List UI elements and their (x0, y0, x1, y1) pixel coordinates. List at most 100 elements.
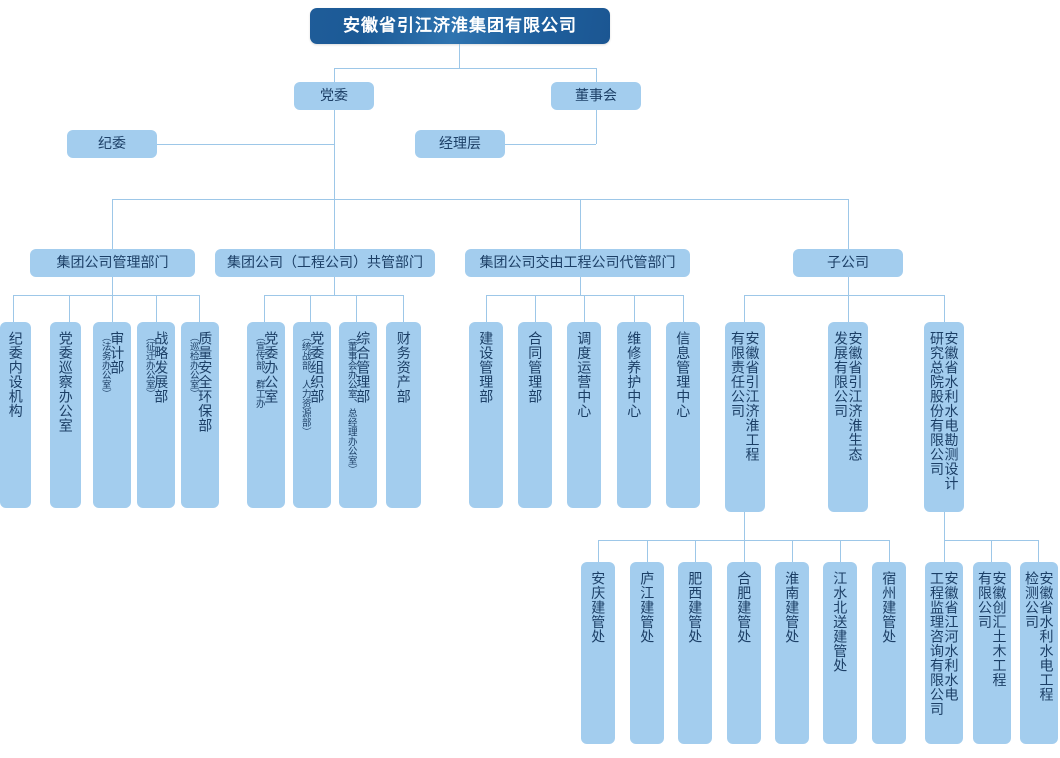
connector-level2-bus (334, 68, 596, 69)
dept-discipline-internal-org[interactable]: 纪委内设机构 (0, 322, 31, 508)
subsidiary-water-design-institute-col2: 研究总院股份有限公司 (929, 331, 945, 476)
dept-comprehensive-management-label: 综合管理部 (355, 331, 372, 404)
connector-office-2 (647, 540, 648, 562)
connector-discipline-link (157, 144, 334, 145)
connector-office-6 (840, 540, 841, 562)
subsidiary-water-design-institute[interactable]: 安徽省水利水电勘测设计 研究总院股份有限公司 (924, 322, 964, 512)
node-discipline-committee[interactable]: 纪委 (67, 130, 157, 158)
connector-cat1-bus (13, 295, 199, 296)
dept-strategy-development-label: 战略发展部 (153, 331, 170, 404)
connector-sub-3 (944, 295, 945, 322)
connector-sub-1 (744, 295, 745, 322)
connector-category-bus (112, 199, 848, 200)
category-group-shared[interactable]: 集团公司（工程公司）共管部门 (215, 249, 435, 277)
dept-maintenance-center[interactable]: 维修养护中心 (617, 322, 651, 508)
connector-design-3 (1038, 540, 1039, 562)
office-feixi[interactable]: 肥西建管处 (678, 562, 712, 744)
design-sub-jianghe-supervision[interactable]: 安徽省江河水利水电 工程监理咨询有限公司 (925, 562, 963, 744)
office-feixi-label: 肥西建管处 (687, 571, 704, 644)
office-suzhou[interactable]: 宿州建管处 (872, 562, 906, 744)
subsidiary-yinjiangjihuai-ecology-col1: 安徽省引江济淮生态 (847, 331, 864, 462)
design-sub-testing-company-col2: 检测公司 (1024, 571, 1040, 629)
office-suzhou-label: 宿州建管处 (881, 571, 898, 644)
subsidiary-yinjiangjihuai-ecology-col2: 发展有限公司 (833, 331, 849, 418)
office-hefei[interactable]: 合肥建管处 (727, 562, 761, 744)
dept-audit-label: 审计部 (109, 331, 126, 375)
category-group-management-label: 集团公司管理部门 (56, 254, 169, 271)
design-sub-testing-company[interactable]: 安徽省水利水电工程 检测公司 (1020, 562, 1058, 744)
dept-finance-assets-label: 财务资产部 (395, 331, 412, 404)
connector-dept-1-4 (156, 295, 157, 322)
category-group-management[interactable]: 集团公司管理部门 (30, 249, 195, 277)
connector-board-stem (596, 110, 597, 144)
dept-strategy-development[interactable]: 战略发展部 （征迁办公室） (137, 322, 175, 508)
design-sub-chuanghui-civil-col1: 安徽创汇土木工程 (991, 571, 1008, 687)
node-board-of-directors-label: 董事会 (575, 87, 617, 104)
dept-quality-safety-environment[interactable]: 质量安全环保部 （巡检办公室） (181, 322, 219, 508)
dept-finance-assets[interactable]: 财务资产部 (386, 322, 421, 508)
connector-cat3-stem (580, 277, 581, 295)
office-lujiang-label: 庐江建管处 (639, 571, 656, 644)
node-party-committee[interactable]: 党委 (294, 82, 374, 110)
dept-party-inspection-office[interactable]: 党委巡察办公室 (50, 322, 81, 508)
root-node[interactable]: 安徽省引江济淮集团有限公司 (310, 8, 610, 44)
dept-construction-management-label: 建设管理部 (478, 331, 495, 404)
subsidiary-yinjiangjihuai-ecology[interactable]: 安徽省引江济淮生态 发展有限公司 (828, 322, 868, 512)
node-board-of-directors[interactable]: 董事会 (551, 82, 641, 110)
office-huainan[interactable]: 淮南建管处 (775, 562, 809, 744)
category-subsidiaries[interactable]: 子公司 (793, 249, 903, 277)
connector-office-5 (792, 540, 793, 562)
dept-party-organization-sublabel: （统战部、人力资源部） (299, 332, 311, 437)
node-management-layer[interactable]: 经理层 (415, 130, 505, 158)
office-jiangshuibeisong[interactable]: 江水北送建管处 (823, 562, 857, 744)
subsidiary-yinjiangjihuai-engineering-col1: 安徽省引江济淮工程 (744, 331, 761, 462)
dept-comprehensive-management[interactable]: 综合管理部 （董事会办公室、总经理办公室） (339, 322, 377, 508)
connector-cat2-stem (334, 277, 335, 295)
connector-design-2 (991, 540, 992, 562)
subsidiary-yinjiangjihuai-engineering-col2: 有限责任公司 (730, 331, 746, 418)
dept-contract-management[interactable]: 合同管理部 (518, 322, 552, 508)
office-hefei-label: 合肥建管处 (736, 571, 753, 644)
connector-office-4 (744, 540, 745, 562)
dept-dispatch-operation-center-label: 调度运营中心 (576, 331, 593, 418)
category-group-delegated[interactable]: 集团公司交由工程公司代管部门 (465, 249, 690, 277)
connector-dept-1-5 (199, 295, 200, 322)
dept-party-organization[interactable]: 党委组织部 （统战部、人力资源部） (293, 322, 331, 508)
office-lujiang[interactable]: 庐江建管处 (630, 562, 664, 744)
design-sub-chuanghui-civil[interactable]: 安徽创汇土木工程 有限公司 (973, 562, 1011, 744)
dept-construction-management[interactable]: 建设管理部 (469, 322, 503, 508)
dept-dispatch-operation-center[interactable]: 调度运营中心 (567, 322, 601, 508)
connector-management-link (505, 144, 596, 145)
dept-discipline-internal-org-label: 纪委内设机构 (7, 331, 24, 418)
dept-quality-safety-environment-sublabel: （巡检办公室） (187, 332, 199, 399)
dept-audit[interactable]: 审计部 （法务办公室） (93, 322, 131, 508)
node-discipline-committee-label: 纪委 (98, 135, 126, 152)
connector-cat1-drop (112, 199, 113, 249)
node-management-layer-label: 经理层 (439, 135, 481, 152)
office-huainan-label: 淮南建管处 (784, 571, 801, 644)
connector-level2-left (334, 68, 335, 82)
connector-design-1 (944, 540, 945, 562)
office-anqing-label: 安庆建管处 (590, 571, 607, 644)
subsidiary-yinjiangjihuai-engineering[interactable]: 安徽省引江济淮工程 有限责任公司 (725, 322, 765, 512)
dept-information-management-center-label: 信息管理中心 (675, 331, 692, 418)
connector-dept-3-3 (584, 295, 585, 322)
connector-offices-bus (598, 540, 889, 541)
dept-information-management-center[interactable]: 信息管理中心 (666, 322, 700, 508)
category-group-delegated-label: 集团公司交由工程公司代管部门 (479, 254, 676, 271)
dept-comprehensive-management-sublabel: （董事会办公室、总经理办公室） (345, 332, 357, 475)
connector-office-3 (695, 540, 696, 562)
connector-dept-1-1 (13, 295, 14, 322)
connector-dept-3-4 (634, 295, 635, 322)
connector-dept-2-2 (310, 295, 311, 322)
dept-strategy-development-sublabel: （征迁办公室） (143, 332, 155, 399)
dept-party-office-sublabel: （宣传部、群工办 (253, 332, 265, 408)
dept-party-office[interactable]: 党委办公室 （宣传部、群工办 (247, 322, 285, 508)
connector-cat3-drop (580, 199, 581, 249)
connector-party-stem (334, 110, 335, 144)
subsidiary-water-design-institute-col1: 安徽省水利水电勘测设计 (943, 331, 960, 491)
design-sub-chuanghui-civil-col2: 有限公司 (977, 571, 993, 629)
dept-party-organization-label: 党委组织部 (309, 331, 326, 404)
office-anqing[interactable]: 安庆建管处 (581, 562, 615, 744)
connector-spine-to-categories (334, 144, 335, 199)
